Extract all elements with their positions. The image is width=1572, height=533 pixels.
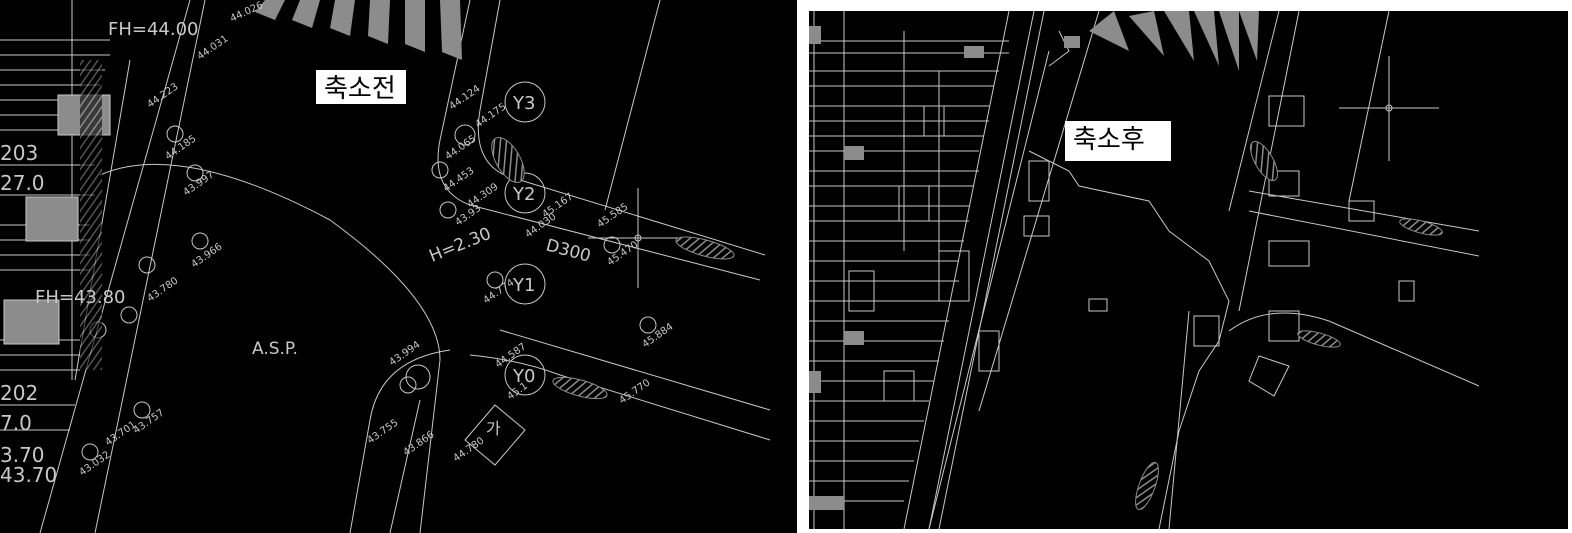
crosswalk xyxy=(1089,11,1259,71)
before-cad-canvas: FH=44.00 FH=43.80 A.S.P. H=2.30 D300 203… xyxy=(0,0,771,533)
elevation-label: 44.185 xyxy=(163,133,198,162)
before-caption: 축소전 xyxy=(316,70,406,104)
fh-mid-label: FH=43.80 xyxy=(35,287,126,308)
elevation-label: 45.585 xyxy=(595,201,630,230)
node-marker xyxy=(504,172,546,214)
elevation-label: 44.774 xyxy=(481,277,516,306)
elevation-label: 43.757 xyxy=(131,407,166,436)
elevation-label: 43.780 xyxy=(145,275,180,304)
fh-top-label: FH=44.00 xyxy=(108,19,199,40)
ga-label: 가 xyxy=(486,419,501,438)
asp-label: A.S.P. xyxy=(252,339,298,359)
lot-number-label: 203 xyxy=(0,141,38,165)
elevation-label: 43.866 xyxy=(401,429,436,458)
panel-divider xyxy=(797,0,809,533)
node-label: Y0 xyxy=(512,366,535,387)
node-marker xyxy=(504,81,546,123)
elevation-label: 44.309 xyxy=(465,181,500,210)
elevation-label: 43.70 xyxy=(0,463,57,487)
elevation-label: 43.701 xyxy=(103,419,138,448)
node-label: Y1 xyxy=(512,275,535,296)
node-label: Y2 xyxy=(512,184,535,205)
lot-number-label: 202 xyxy=(0,381,38,405)
elevation-label: 44.124 xyxy=(447,83,482,112)
elevation-label: 44.780 xyxy=(451,435,486,464)
elevation-label: 44.453 xyxy=(441,165,476,194)
elevation-label: 44.031 xyxy=(195,33,230,62)
lot-value-label: 27.0 xyxy=(0,171,45,195)
elevation-label: 43.994 xyxy=(387,339,422,368)
elevation-label: 44.026 xyxy=(229,0,265,25)
after-caption: 축소후 xyxy=(1065,121,1171,161)
pipe-diameter-label: D300 xyxy=(544,236,593,267)
elevation-label: 45.884 xyxy=(640,321,675,350)
elevation-label: 45.167 xyxy=(540,191,575,220)
elevation-label: 44.223 xyxy=(145,81,180,110)
compressed-lot-lines xyxy=(809,11,1009,529)
lot-value-label: 7.0 xyxy=(0,411,32,435)
after-drawing-panel: 축소후 xyxy=(809,11,1568,529)
after-cad-canvas xyxy=(809,11,1480,529)
crosswalk xyxy=(255,0,462,60)
node-marker xyxy=(504,263,546,305)
road-edge-line xyxy=(39,0,191,533)
elevation-label: 44.065 xyxy=(443,133,478,162)
road-edge-line xyxy=(94,0,206,533)
node-label: Y3 xyxy=(512,93,535,114)
elevation-label: 45.470 xyxy=(605,239,640,268)
before-drawing-panel: FH=44.00 FH=43.80 A.S.P. H=2.30 D300 203… xyxy=(0,0,797,533)
elevation-label: 43.755 xyxy=(365,417,400,446)
pipe-height-label: H=2.30 xyxy=(426,224,494,267)
node-marker xyxy=(504,354,546,396)
elevation-label: 3.70 xyxy=(0,443,45,467)
